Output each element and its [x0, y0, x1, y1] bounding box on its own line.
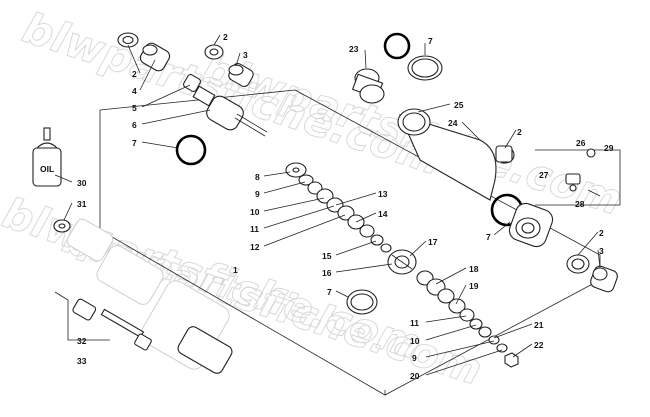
- callout-15: 15: [322, 251, 332, 261]
- part-31-bushing: [53, 219, 71, 233]
- callout-26: 26: [576, 138, 586, 148]
- part-30-oil-bottle: OIL: [32, 127, 62, 187]
- assembled-shock-ghost: [53, 218, 233, 374]
- callout-14: 14: [378, 209, 388, 219]
- callout-11-lower: 11: [410, 318, 419, 328]
- callout-6: 6: [132, 120, 137, 130]
- watermark-middle: blwpartsfiche.com: [57, 213, 488, 395]
- callout-7-middle: 7: [327, 287, 332, 297]
- callout-22: 22: [534, 340, 544, 350]
- callout-7-top: 7: [428, 36, 433, 46]
- callout-labels: 1 2 2 2 2 3 3 4 5 6 7 7 7 7 8 9 9 10 10 …: [77, 32, 614, 381]
- watermark-group: blwpartsfiche.com blwpartsfiche.com blwp…: [0, 2, 628, 395]
- callout-19: 19: [469, 281, 479, 291]
- callout-33: 33: [77, 356, 87, 366]
- part-33-bolt: [100, 308, 152, 351]
- callout-18: 18: [469, 264, 479, 274]
- callout-11-upper: 11: [250, 224, 259, 234]
- callout-4: 4: [132, 86, 137, 96]
- callout-7-right: 7: [486, 232, 491, 242]
- callout-9-lower: 9: [412, 353, 417, 363]
- part-7-top-ring: [407, 55, 443, 81]
- callout-2-upper-left: 2: [132, 69, 137, 79]
- part-4-bushing: [139, 42, 171, 72]
- part-3-upper-sleeve: [228, 62, 254, 88]
- callout-17: 17: [428, 237, 438, 247]
- lower-eye-assembly: [508, 202, 554, 248]
- callout-1: 1: [233, 265, 238, 275]
- part-32-sleeve: [72, 298, 97, 321]
- callout-2-right: 2: [517, 127, 522, 137]
- callout-31: 31: [77, 199, 87, 209]
- part-2-upper-cap: [204, 44, 224, 60]
- callout-2-upper: 2: [223, 32, 228, 42]
- callout-2-right-lower: 2: [599, 228, 604, 238]
- callout-10-lower: 10: [410, 336, 420, 346]
- callout-27: 27: [539, 170, 549, 180]
- shim-stack-lower: [416, 270, 519, 368]
- part-7-piston-ring: [346, 289, 378, 315]
- callout-5: 5: [132, 103, 137, 113]
- part-23-cap: [351, 68, 385, 104]
- oil-bottle-label: OIL: [40, 164, 54, 174]
- callout-13: 13: [378, 189, 388, 199]
- callout-25: 25: [454, 100, 464, 110]
- callout-28: 28: [575, 199, 585, 209]
- callout-20: 20: [410, 371, 420, 381]
- part-24-body-tube: [397, 108, 497, 201]
- callout-8: 8: [255, 172, 260, 182]
- callout-3-right: 3: [599, 246, 604, 256]
- callout-30: 30: [77, 178, 87, 188]
- callout-24: 24: [448, 118, 458, 128]
- part-2-upper-left-cap: [117, 32, 139, 48]
- part-17-piston: [387, 249, 417, 275]
- part-2-right-upper: [495, 145, 515, 164]
- callout-9-upper: 9: [255, 189, 260, 199]
- callout-21: 21: [534, 320, 544, 330]
- valve-assembly: [535, 148, 621, 206]
- part-7-oring-left: [175, 134, 207, 166]
- leader-lines: [54, 34, 601, 376]
- callout-10-upper: 10: [250, 207, 260, 217]
- callout-16: 16: [322, 268, 332, 278]
- part-5-shaft-eye: [182, 73, 216, 107]
- callout-12: 12: [250, 242, 260, 252]
- part-3-right-sleeve: [590, 265, 618, 293]
- callout-3-upper: 3: [243, 50, 248, 60]
- callout-29: 29: [604, 143, 614, 153]
- callout-32: 32: [77, 336, 87, 346]
- callout-7-left: 7: [132, 138, 137, 148]
- shim-stack-upper: [285, 162, 392, 253]
- callout-23: 23: [349, 44, 359, 54]
- part-7-oring-top: [383, 32, 411, 60]
- part-6-damper-shaft: [206, 95, 268, 137]
- part-2-right-lower: [566, 254, 590, 274]
